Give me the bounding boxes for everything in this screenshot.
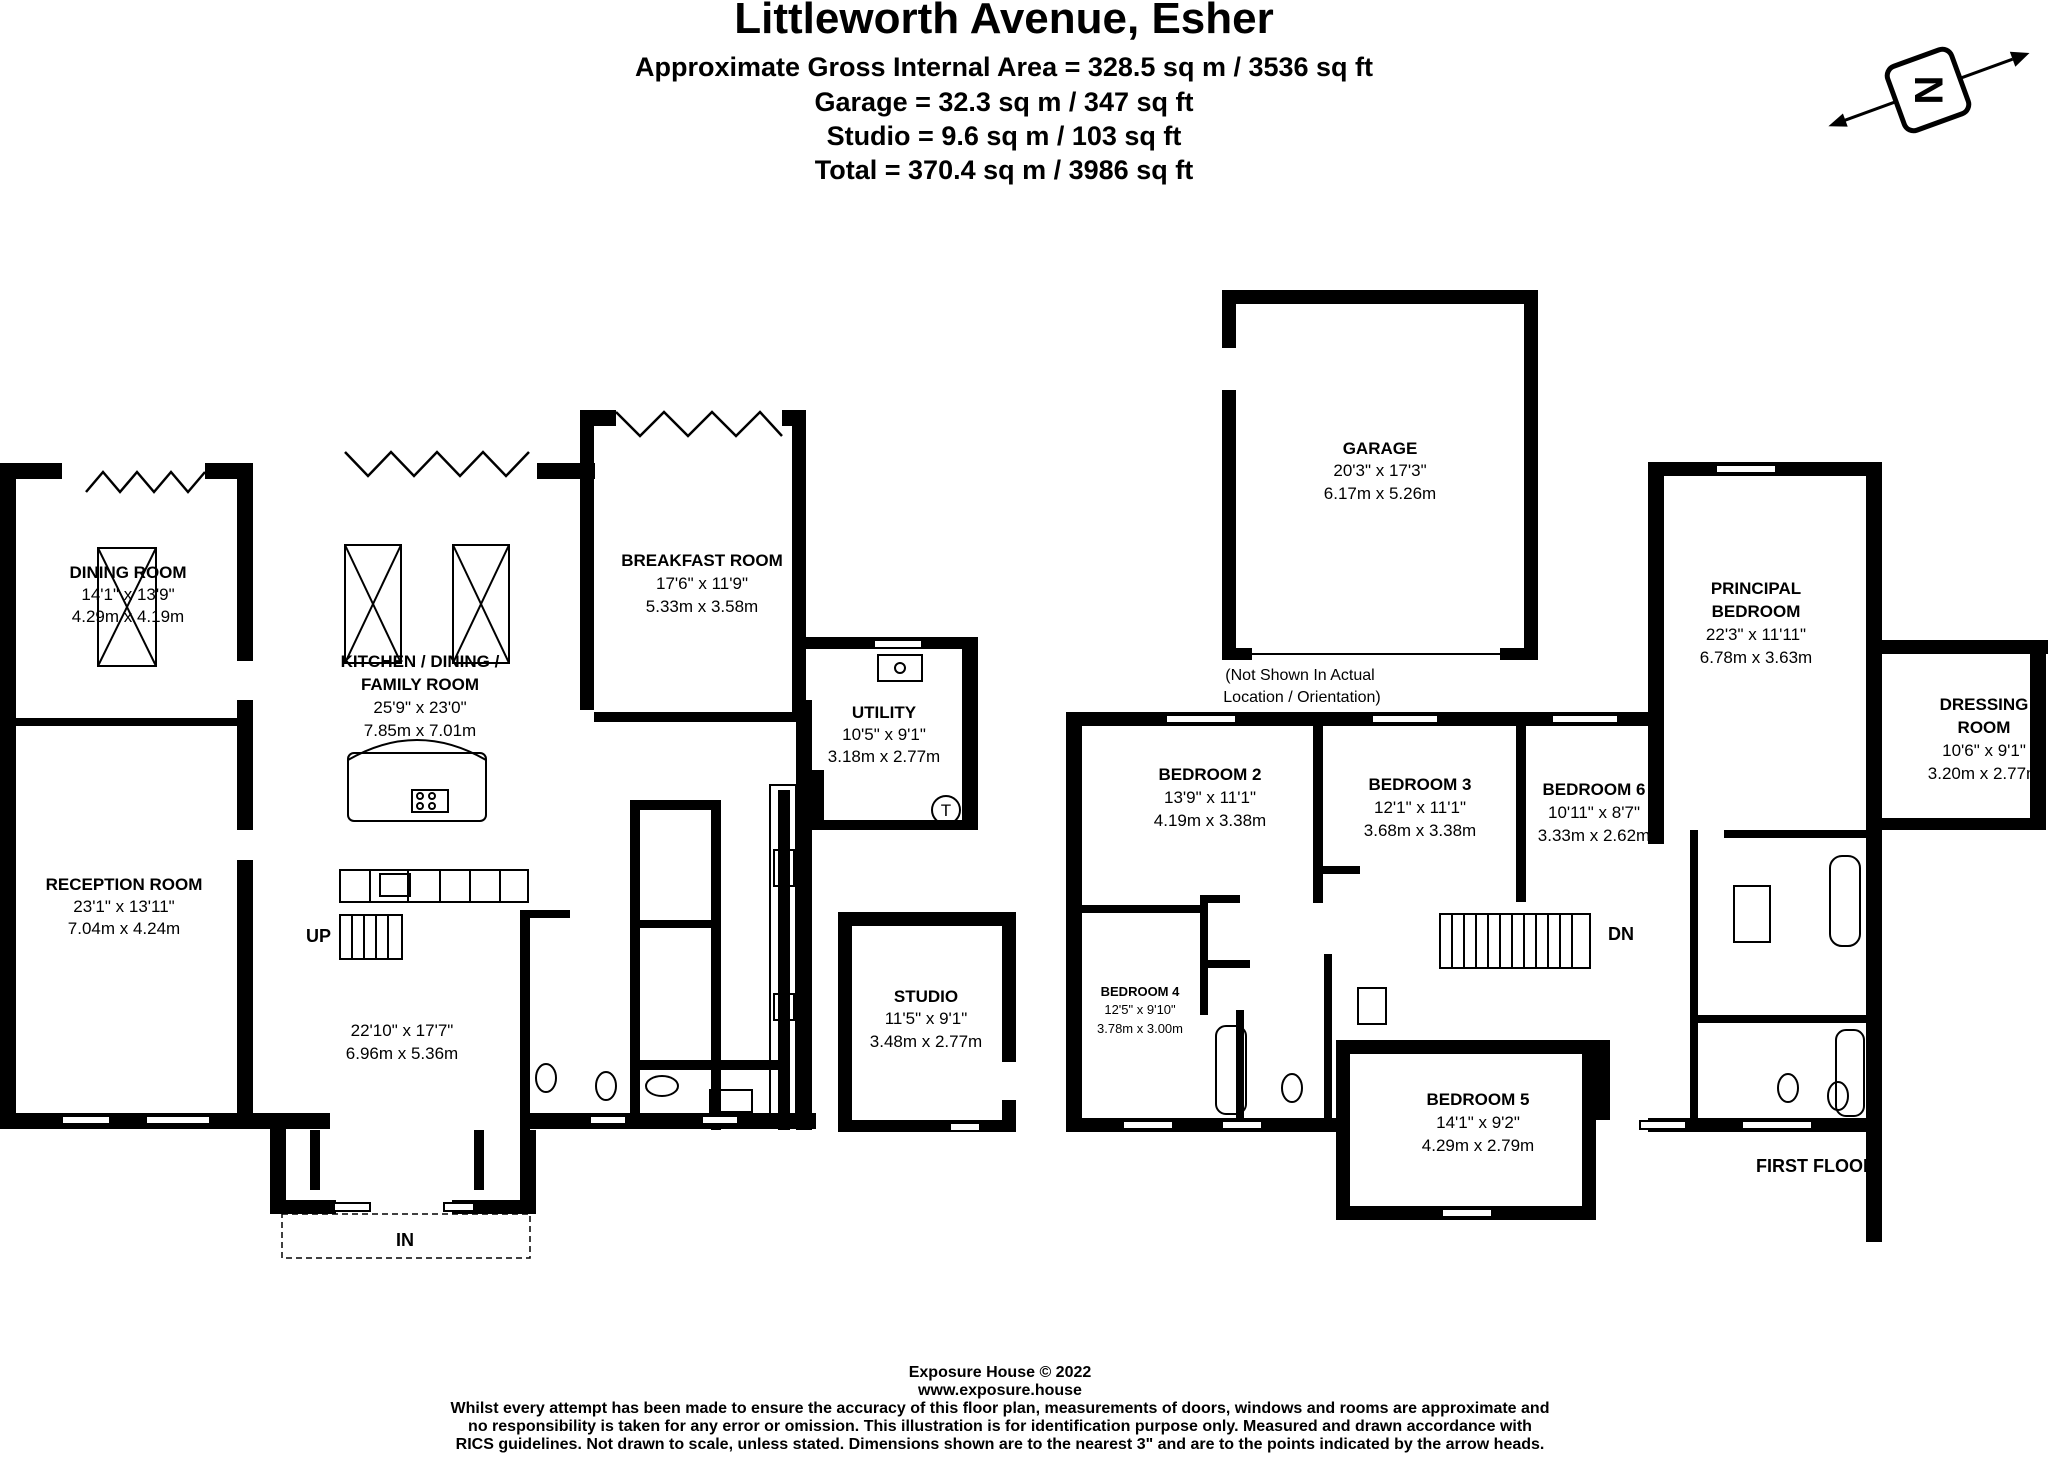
- principal-bedroom-label: PRINCIPAL BEDROOM 22'3" x 11'11" 6.78m x…: [1700, 579, 1812, 667]
- svg-text:14'1" x 13'9": 14'1" x 13'9": [81, 585, 174, 604]
- svg-text:5.33m x 3.58m: 5.33m x 3.58m: [646, 597, 758, 616]
- disclaimer-line-3: RICS guidelines. Not drawn to scale, unl…: [455, 1436, 1545, 1453]
- svg-text:17'6" x 11'9": 17'6" x 11'9": [656, 574, 748, 593]
- svg-text:20'3" x 17'3": 20'3" x 17'3": [1333, 461, 1426, 480]
- hall-label: 22'10" x 17'7" 6.96m x 5.36m: [346, 1021, 458, 1063]
- svg-text:DINING ROOM: DINING ROOM: [69, 563, 186, 582]
- svg-text:FAMILY ROOM: FAMILY ROOM: [361, 675, 479, 694]
- svg-text:6.96m x 5.36m: 6.96m x 5.36m: [346, 1044, 458, 1063]
- svg-text:BEDROOM 3: BEDROOM 3: [1369, 775, 1472, 794]
- reception-room-label: RECEPTION ROOM 23'1" x 13'11" 7.04m x 4.…: [46, 875, 203, 938]
- svg-text:KITCHEN / DINING /: KITCHEN / DINING /: [341, 652, 500, 671]
- garage-walls: [1222, 290, 1538, 660]
- svg-text:DRESSING: DRESSING: [1940, 695, 2029, 714]
- first-floor-label: FIRST FLOOR: [1756, 1156, 1876, 1176]
- svg-text:UTILITY: UTILITY: [852, 703, 917, 722]
- garage-area-text: Garage = 32.3 sq m / 347 sq ft: [814, 87, 1194, 117]
- svg-text:4.19m x 3.38m: 4.19m x 3.38m: [1154, 811, 1266, 830]
- svg-text:14'1" x 9'2": 14'1" x 9'2": [1436, 1113, 1520, 1132]
- kitchen-fixtures: [97, 544, 961, 1126]
- svg-text:6.78m x 3.63m: 6.78m x 3.63m: [1700, 648, 1812, 667]
- entry-porch: [281, 1213, 531, 1259]
- dining-room-label: DINING ROOM 14'1" x 13'9" 4.29m x 4.19m: [69, 563, 186, 626]
- svg-text:4.29m x 2.79m: 4.29m x 2.79m: [1422, 1136, 1534, 1155]
- stairs-up-label: UP: [306, 926, 331, 946]
- svg-text:BEDROOM 6: BEDROOM 6: [1543, 780, 1646, 799]
- studio-area-text: Studio = 9.6 sq m / 103 sq ft: [826, 121, 1182, 151]
- svg-text:22'10" x 17'7": 22'10" x 17'7": [351, 1021, 454, 1040]
- gross-area-text: Approximate Gross Internal Area = 328.5 …: [634, 52, 1374, 82]
- svg-text:BREAKFAST ROOM: BREAKFAST ROOM: [621, 551, 783, 570]
- svg-text:22'3" x 11'11": 22'3" x 11'11": [1706, 625, 1806, 644]
- stairs-down-label: DN: [1608, 924, 1634, 944]
- svg-text:10'5" x 9'1": 10'5" x 9'1": [842, 725, 926, 744]
- svg-text:BEDROOM: BEDROOM: [1712, 602, 1801, 621]
- svg-text:10'11" x 8'7": 10'11" x 8'7": [1548, 803, 1640, 822]
- first-floor-fixtures: [1215, 855, 1865, 1117]
- window-marks: [61, 464, 1813, 1218]
- disclaimer-line-2: no responsibility is taken for any error…: [468, 1418, 1532, 1435]
- utility-label: UTILITY 10'5" x 9'1" 3.18m x 2.77m: [828, 703, 940, 766]
- svg-text:3.33m x 2.62m: 3.33m x 2.62m: [1538, 826, 1650, 845]
- kitchen-dining-family-label: KITCHEN / DINING / FAMILY ROOM 25'9" x 2…: [341, 652, 500, 740]
- disclaimer-line-1: Whilst every attempt has been made to en…: [450, 1400, 1550, 1417]
- svg-text:13'9" x 11'1": 13'9" x 11'1": [1164, 788, 1256, 807]
- garage-note: (Not Shown In Actual Location / Orientat…: [1223, 667, 1380, 706]
- copyright-text: Exposure House © 2022: [908, 1364, 1092, 1381]
- svg-text:23'1" x 13'11": 23'1" x 13'11": [73, 897, 174, 916]
- svg-text:GARAGE: GARAGE: [1343, 439, 1418, 458]
- north-letter: N: [1906, 76, 1950, 105]
- plan-title: Littleworth Avenue, Esher: [734, 0, 1274, 43]
- entrance-label: IN: [396, 1230, 414, 1250]
- svg-text:3.18m x 2.77m: 3.18m x 2.77m: [828, 747, 940, 766]
- north-arrow-icon: N: [1828, 46, 2030, 134]
- svg-text:4.29m x 4.19m: 4.29m x 4.19m: [72, 607, 184, 626]
- svg-text:3.48m x 2.77m: 3.48m x 2.77m: [870, 1032, 982, 1051]
- svg-text:10'6" x 9'1": 10'6" x 9'1": [1942, 741, 2026, 760]
- breakfast-room-label: BREAKFAST ROOM 17'6" x 11'9" 5.33m x 3.5…: [621, 551, 783, 616]
- svg-text:11'5" x 9'1": 11'5" x 9'1": [885, 1009, 968, 1028]
- bedroom-6-label: BEDROOM 6 10'11" x 8'7" 3.33m x 2.62m: [1538, 780, 1650, 845]
- total-area-text: Total = 370.4 sq m / 3986 sq ft: [814, 155, 1194, 185]
- svg-text:6.17m x 5.26m: 6.17m x 5.26m: [1324, 484, 1436, 503]
- bedroom-2-label: BEDROOM 2 13'9" x 11'1" 4.19m x 3.38m: [1154, 765, 1266, 830]
- svg-text:7.04m x 4.24m: 7.04m x 4.24m: [68, 919, 180, 938]
- bedroom-4-label: BEDROOM 4 12'5" x 9'10" 3.78m x 3.00m: [1097, 984, 1183, 1036]
- svg-text:ROOM: ROOM: [1958, 718, 2011, 737]
- bifold-door-icons: [85, 410, 783, 494]
- studio-label: STUDIO 11'5" x 9'1" 3.48m x 2.77m: [870, 987, 982, 1051]
- svg-text:25'9" x 23'0": 25'9" x 23'0": [373, 698, 466, 717]
- svg-text:RECEPTION ROOM: RECEPTION ROOM: [46, 875, 203, 894]
- svg-text:3.78m x 3.00m: 3.78m x 3.00m: [1097, 1021, 1183, 1036]
- svg-text:BEDROOM 4: BEDROOM 4: [1101, 984, 1181, 999]
- svg-text:STUDIO: STUDIO: [894, 987, 958, 1006]
- svg-text:BEDROOM 2: BEDROOM 2: [1159, 765, 1262, 784]
- svg-text:3.20m x 2.77m: 3.20m x 2.77m: [1928, 764, 2040, 783]
- ground-floor-walls: [0, 410, 978, 1214]
- svg-text:3.68m x 3.38m: 3.68m x 3.38m: [1364, 821, 1476, 840]
- svg-text:12'1" x 11'1": 12'1" x 11'1": [1374, 798, 1466, 817]
- tank-label: T: [941, 801, 951, 820]
- studio-walls: [838, 912, 1016, 1132]
- bedroom-3-label: BEDROOM 3 12'1" x 11'1" 3.68m x 3.38m: [1364, 775, 1476, 840]
- dressing-room-label: DRESSING ROOM 10'6" x 9'1" 3.20m x 2.77m: [1928, 695, 2040, 783]
- svg-text:(Not Shown In Actual: (Not Shown In Actual: [1225, 667, 1374, 684]
- garage-label: GARAGE 20'3" x 17'3" 6.17m x 5.26m: [1324, 439, 1436, 503]
- svg-text:7.85m x 7.01m: 7.85m x 7.01m: [364, 721, 476, 740]
- svg-text:BEDROOM 5: BEDROOM 5: [1427, 1090, 1530, 1109]
- bedroom-5-label: BEDROOM 5 14'1" x 9'2" 4.29m x 2.79m: [1422, 1090, 1534, 1155]
- footer: Exposure House © 2022 www.exposure.house…: [0, 1364, 2024, 1454]
- first-floor-walls: [1066, 462, 2048, 1242]
- svg-text:12'5" x 9'10": 12'5" x 9'10": [1104, 1002, 1176, 1017]
- website-text: www.exposure.house: [918, 1382, 1082, 1399]
- svg-text:PRINCIPAL: PRINCIPAL: [1711, 579, 1801, 598]
- svg-text:Location / Orientation): Location / Orientation): [1223, 689, 1380, 706]
